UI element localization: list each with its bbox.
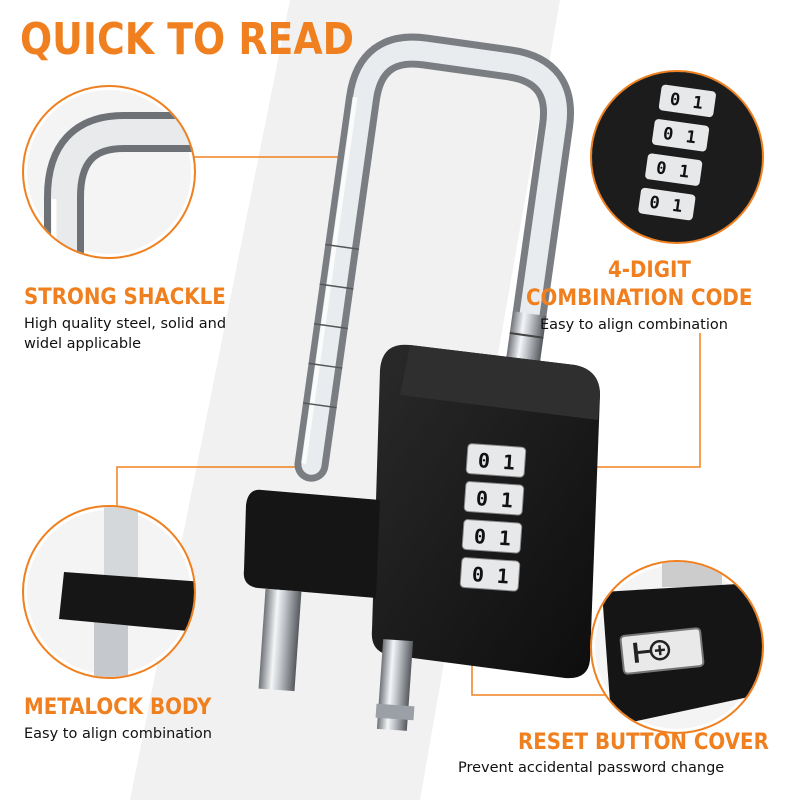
shackle-desc-line1: High quality steel, solid and bbox=[24, 316, 227, 332]
body-desc: Easy to align combination bbox=[24, 726, 212, 742]
zoom-body-circle bbox=[22, 505, 196, 679]
zoom-dial-1-b: 1 bbox=[691, 93, 704, 114]
combination-desc: Easy to align combination bbox=[540, 317, 728, 333]
lock-body bbox=[243, 344, 600, 679]
reset-title: RESET BUTTON COVER bbox=[518, 730, 769, 755]
zoom-dial-2-b: 1 bbox=[684, 127, 697, 148]
zoom-shackle-circle bbox=[22, 85, 196, 259]
dial-2-digit-a: 0 bbox=[475, 486, 489, 511]
shackle-desc-line2: widel applicable bbox=[24, 336, 142, 352]
dial-3-digit-b: 1 bbox=[498, 526, 512, 551]
zoom-dial-2-a: 0 bbox=[662, 124, 675, 145]
dial-4-digit-a: 0 bbox=[471, 562, 485, 587]
key-plus-icon bbox=[633, 639, 671, 663]
zoom-dial-1-a: 0 bbox=[669, 90, 682, 111]
zoom-dial-3-b: 1 bbox=[678, 162, 691, 183]
zoom-dial-4-a: 0 bbox=[648, 193, 661, 214]
zoom-reset-circle bbox=[590, 560, 764, 734]
body-title: METALOCK BODY bbox=[24, 695, 212, 720]
zoom-combination-circle: 0 1 0 1 0 1 0 1 bbox=[590, 70, 764, 244]
dial-4-digit-b: 1 bbox=[496, 564, 510, 589]
dial-3-digit-a: 0 bbox=[473, 524, 487, 549]
combination-title-line2: COMBINATION CODE bbox=[526, 286, 753, 311]
dial-1-digit-a: 0 bbox=[477, 448, 491, 473]
dial-1-digit-b: 1 bbox=[502, 450, 516, 475]
zoom-dial-3-a: 0 bbox=[655, 158, 668, 179]
shackle-title: STRONG SHACKLE bbox=[24, 285, 226, 310]
zoom-dial-4-b: 1 bbox=[671, 196, 684, 217]
page-title: QUICK TO READ bbox=[20, 14, 355, 65]
dial-2-digit-b: 1 bbox=[500, 488, 514, 513]
combination-title-line1: 4-DIGIT bbox=[608, 258, 691, 283]
combination-dials: 0 1 0 1 0 1 0 1 bbox=[459, 443, 527, 592]
reset-desc: Prevent accidental password change bbox=[458, 760, 725, 776]
